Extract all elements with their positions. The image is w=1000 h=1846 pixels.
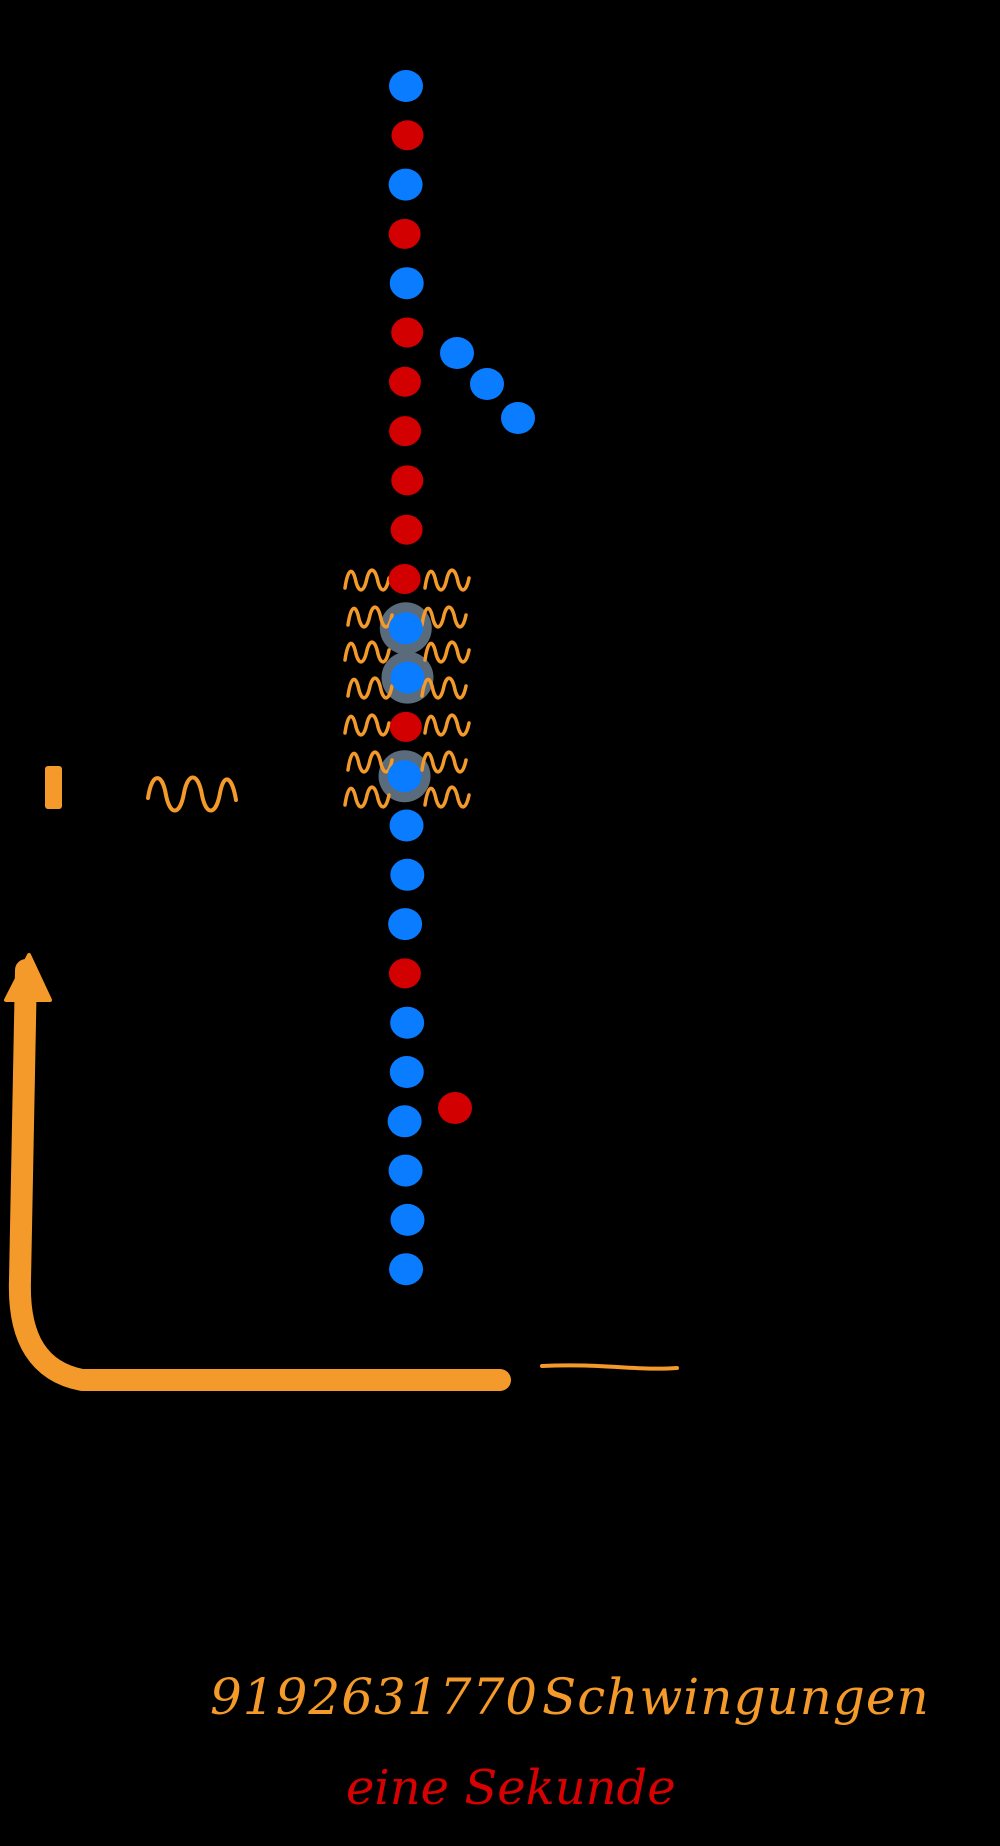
excited-electron-dot xyxy=(387,760,422,793)
right-oscillation-wave xyxy=(423,713,471,737)
blue-electron-dot xyxy=(389,1253,424,1286)
red-electron-dot xyxy=(389,416,422,447)
left-oscillation-wave xyxy=(346,676,394,700)
blue-electron-dot xyxy=(388,1154,423,1187)
left-oscillation-wave xyxy=(343,713,391,737)
left-oscillation-wave xyxy=(343,640,391,664)
up-right-corner-arrow-icon xyxy=(8,959,511,1391)
oscillation-count: 9192631770 xyxy=(210,1668,539,1726)
blue-electron-dot xyxy=(388,908,423,941)
left-oscillation-wave xyxy=(346,750,394,774)
blue-electron-dot xyxy=(389,70,423,102)
side-electrons xyxy=(438,337,535,1124)
blue-electron-dot xyxy=(388,168,423,201)
red-electron-dot xyxy=(391,465,424,496)
electron-column xyxy=(387,70,425,1286)
blue-electron-dot xyxy=(390,1203,425,1236)
red-electron-dot xyxy=(388,366,421,397)
red-electron-dot xyxy=(388,218,421,249)
red-electron-dot xyxy=(389,711,422,742)
period-label: eine Sekunde xyxy=(346,1760,676,1816)
arrow-head xyxy=(4,953,52,1002)
right-oscillation-wave xyxy=(423,640,471,664)
bar-marker-icon xyxy=(45,766,62,809)
right-oscillation-wave xyxy=(420,605,468,629)
dash-line xyxy=(540,1363,679,1371)
blue-side-electron-dot xyxy=(470,368,504,400)
red-side-electron-dot xyxy=(438,1092,472,1124)
red-electron-dot xyxy=(388,564,421,594)
excited-electron-dot xyxy=(390,661,425,694)
left-oscillation-wave xyxy=(346,605,394,629)
red-electron-dot xyxy=(391,317,424,348)
blue-electron-dot xyxy=(389,809,424,842)
oscillation-waves xyxy=(343,568,471,809)
wave-icon xyxy=(146,775,238,813)
oscillation-unit: Schwingungen xyxy=(542,1668,930,1726)
blue-electron-dot xyxy=(389,267,424,300)
left-oscillation-wave xyxy=(343,785,391,809)
red-electron-dot xyxy=(390,514,423,545)
right-oscillation-wave xyxy=(423,785,471,809)
red-electron-dot xyxy=(391,120,424,151)
blue-side-electron-dot xyxy=(440,337,474,369)
blue-electron-dot xyxy=(390,1006,425,1039)
excited-electron-dot xyxy=(388,612,423,645)
blue-electron-dot xyxy=(387,1105,422,1138)
right-oscillation-wave xyxy=(423,568,471,592)
blue-side-electron-dot xyxy=(501,402,535,434)
blue-electron-dot xyxy=(390,858,425,891)
blue-electron-dot xyxy=(389,1056,424,1088)
left-oscillation-wave xyxy=(343,568,391,592)
right-oscillation-wave xyxy=(420,676,468,700)
right-oscillation-wave xyxy=(420,750,468,774)
red-electron-dot xyxy=(388,958,421,989)
